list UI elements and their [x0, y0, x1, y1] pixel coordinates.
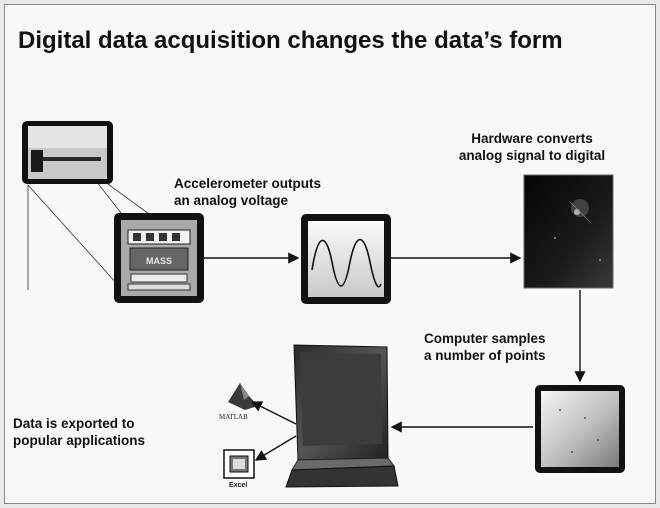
arrow-laptop-to-matlab	[250, 401, 297, 425]
sine-wave	[311, 238, 382, 288]
device-mass-label: MASS	[146, 256, 172, 266]
step-accelerometer-line1: Accelerometer outputs	[174, 176, 322, 191]
step-hardware-line2: analog signal to digital	[458, 148, 606, 163]
matlab-logo	[228, 383, 258, 410]
analog-waveform-frame	[301, 214, 391, 304]
slide-title: Digital data acquisition changes the dat…	[18, 27, 563, 54]
step-hardware-line1: Hardware converts	[471, 131, 593, 146]
accelerometer-device-frame	[114, 213, 204, 303]
step-computer-line1: Computer samples	[424, 331, 546, 346]
step-hardware-label: Hardware converts analog signal to digit…	[452, 130, 612, 164]
step-export-label: Data is exported to popular applications	[13, 415, 145, 449]
arrow-laptop-to-excel	[254, 435, 297, 461]
excel-caption: Excel	[229, 482, 248, 489]
step-export-line1: Data is exported to	[13, 416, 135, 431]
laptop-computer	[285, 344, 399, 488]
step-computer-label: Computer samples a number of points	[424, 330, 546, 364]
hardware-scope-frame	[523, 174, 614, 289]
step-export-line2: popular applications	[13, 433, 146, 448]
excel-icon	[223, 449, 255, 479]
sampled-data-frame	[535, 385, 625, 473]
step-accelerometer-label: Accelerometer outputs an analog voltage	[174, 175, 321, 209]
matlab-caption: MATLAB	[219, 413, 248, 421]
step-accelerometer-line2: an analog voltage	[174, 193, 289, 208]
step-computer-line2: a number of points	[424, 348, 546, 363]
beam-structure-frame	[22, 121, 113, 184]
